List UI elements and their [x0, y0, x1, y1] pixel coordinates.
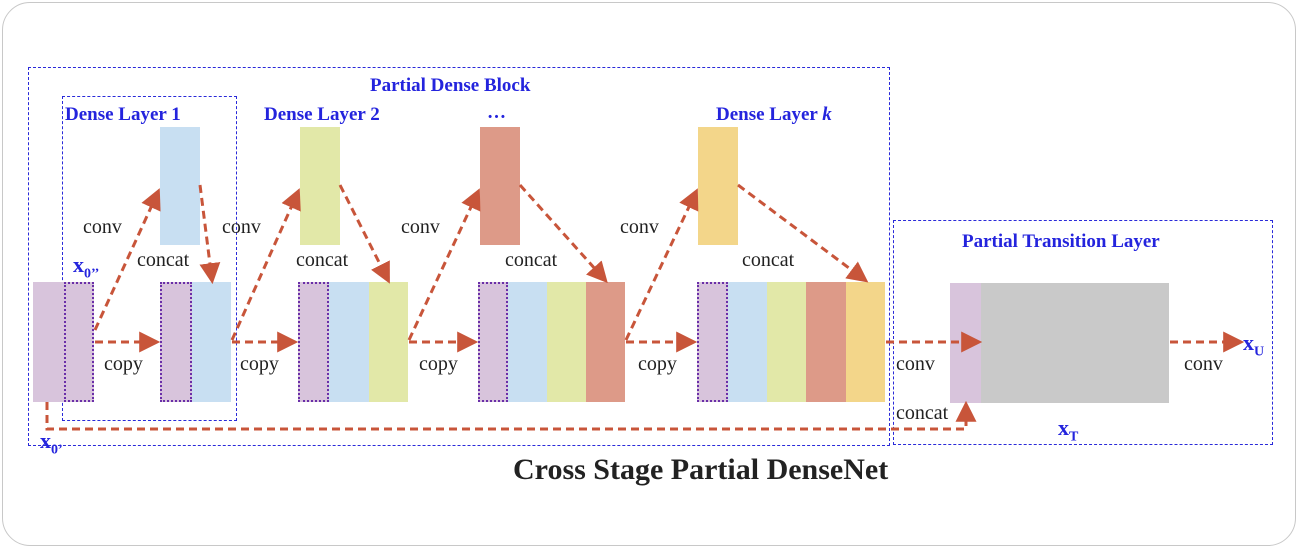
- layer1-feature-block: [160, 127, 200, 245]
- partial-dense-block-box: [28, 67, 890, 446]
- conv-arrow-2: [230, 188, 301, 341]
- conv-label-2: conv: [222, 216, 261, 238]
- transition-gray-block: [981, 283, 1169, 403]
- layer2-concat-purple: [298, 282, 329, 402]
- concat-arrow-k: [737, 183, 869, 283]
- dense-layer-2-label: Dense Layer 2: [264, 104, 380, 125]
- concat-label-1: concat: [137, 249, 190, 271]
- layer3-concat-purple: [478, 282, 508, 402]
- input-block-left: [33, 282, 64, 402]
- diagram-title: Cross Stage Partial DenseNet: [513, 453, 889, 486]
- cross-stage-arrow: [45, 400, 977, 431]
- dense-layer-1-label: Dense Layer 1: [65, 104, 181, 125]
- conv-arrow-k: [624, 188, 699, 341]
- copy-label-2: copy: [240, 353, 279, 375]
- partial-dense-block-label: Partial Dense Block: [370, 75, 531, 96]
- layer3-concat-green: [547, 282, 586, 402]
- concat-label-3: concat: [505, 249, 558, 271]
- x0p-label: x0’: [40, 428, 63, 458]
- layer1-concat-blue: [192, 282, 231, 402]
- layer1-concat-purple: [160, 282, 192, 402]
- layerk-concat-green: [767, 282, 806, 402]
- layerk-concat-red: [806, 282, 846, 402]
- layer3-concat-red: [586, 282, 625, 402]
- layer2-concat-green: [369, 282, 408, 402]
- conv-label-k: conv: [620, 216, 659, 238]
- xU-label: xU: [1243, 330, 1265, 360]
- layer3-feature-block: [480, 127, 520, 245]
- input-block-x0pp: [64, 282, 94, 402]
- conv-label-3: conv: [401, 216, 440, 238]
- layerk-feature-block: [698, 127, 738, 245]
- concat-arrow-2: [338, 184, 390, 284]
- concat-label-transition: concat: [896, 402, 949, 424]
- copy-label-1: copy: [104, 353, 143, 375]
- partial-transition-layer-label: Partial Transition Layer: [962, 231, 1160, 252]
- dense-layer-1-box: [62, 96, 237, 421]
- layer2-feature-block: [300, 127, 340, 245]
- copy-label-3: copy: [419, 353, 458, 375]
- xT-label: xT: [1058, 415, 1079, 445]
- ellipsis-label: …: [487, 102, 506, 123]
- concat-label-2: concat: [296, 249, 349, 271]
- layer2-concat-blue: [329, 282, 369, 402]
- dense-layer-k-label: Dense Layer k: [716, 104, 832, 125]
- layer3-concat-blue: [508, 282, 547, 402]
- layerk-concat-yellow: [846, 282, 885, 402]
- x0pp-label: x0’’: [73, 252, 100, 282]
- conv-label-output: conv: [1184, 353, 1223, 375]
- layerk-concat-purple: [697, 282, 728, 402]
- layerk-concat-blue: [728, 282, 767, 402]
- conv-label-transition: conv: [896, 353, 935, 375]
- copy-label-k: copy: [638, 353, 677, 375]
- concat-arrow-1: [198, 184, 221, 285]
- concat-label-k: concat: [742, 249, 795, 271]
- conv-label-1: conv: [83, 216, 122, 238]
- partial-transition-layer-box: [893, 220, 1273, 445]
- conv-arrow-3: [407, 188, 481, 341]
- concat-arrow-3: [518, 183, 608, 284]
